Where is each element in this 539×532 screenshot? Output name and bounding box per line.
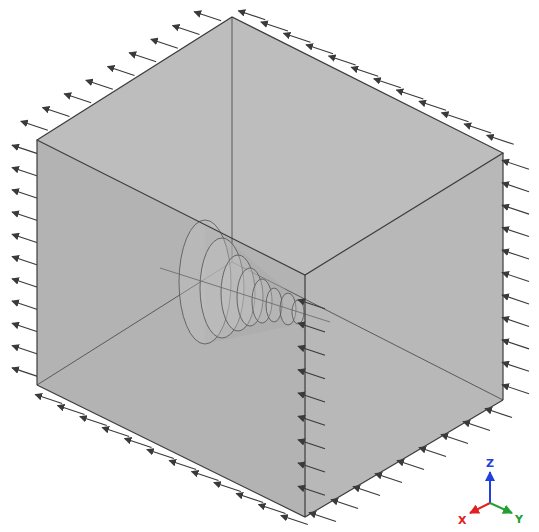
- wave-arrow: [502, 250, 529, 259]
- wave-arrow: [108, 67, 135, 76]
- wave-arrow: [331, 500, 358, 509]
- wave-arrow: [214, 483, 241, 492]
- wave-arrow: [64, 94, 91, 103]
- wave-arrow: [441, 435, 468, 444]
- wave-arrow: [351, 67, 378, 76]
- wave-arrow: [12, 212, 39, 221]
- wave-arrow: [374, 79, 401, 88]
- wave-arrow: [35, 395, 62, 404]
- wave-arrow: [298, 416, 325, 425]
- axis-label: Y: [515, 514, 523, 525]
- wave-arrow: [353, 487, 380, 496]
- wave-arrow: [298, 463, 325, 472]
- wave-arrow: [463, 422, 490, 431]
- wave-arrow: [298, 323, 325, 332]
- wave-arrow: [502, 273, 529, 282]
- wave-arrow: [502, 362, 529, 371]
- wave-arrow: [298, 370, 325, 379]
- wave-arrow: [419, 101, 446, 110]
- wave-arrow: [236, 494, 263, 503]
- wave-arrow: [298, 346, 325, 355]
- wave-arrow: [12, 279, 39, 288]
- wave-arrow: [12, 346, 39, 355]
- wave-arrow: [169, 461, 196, 470]
- wave-arrow: [464, 124, 491, 133]
- wave-arrow: [12, 257, 39, 266]
- wave-arrow: [151, 39, 178, 48]
- wave-arrow: [502, 205, 529, 214]
- wave-arrow: [281, 516, 308, 525]
- wave-arrow: [298, 393, 325, 402]
- wave-arrow: [12, 190, 39, 199]
- wave-arrow: [502, 228, 529, 237]
- plane-wave-arrows: [35, 11, 529, 525]
- wave-arrow: [194, 12, 221, 21]
- wave-arrow: [12, 167, 39, 176]
- wave-arrow: [329, 56, 356, 65]
- wave-arrow: [485, 409, 512, 418]
- wave-arrow: [502, 340, 529, 349]
- wave-arrow: [12, 323, 39, 332]
- wave-arrow: [442, 113, 469, 122]
- axis-label: Z: [486, 458, 494, 469]
- wave-arrow: [102, 428, 129, 437]
- wave-arrow: [396, 90, 423, 99]
- wave-arrow: [12, 301, 39, 310]
- wave-arrow: [306, 45, 333, 54]
- wave-arrow: [129, 53, 156, 62]
- wave-arrow: [12, 234, 39, 243]
- wave-arrow: [173, 26, 200, 35]
- axis-label: X: [458, 515, 466, 526]
- wave-arrow: [43, 108, 70, 117]
- wave-arrow: [80, 417, 107, 426]
- box-edges: [37, 17, 503, 517]
- wave-arrow: [147, 450, 174, 459]
- wave-arrow: [238, 11, 265, 20]
- wave-arrow: [12, 368, 39, 377]
- wave-arrow: [502, 295, 529, 304]
- wave-arrow: [283, 33, 310, 42]
- wave-arrow: [419, 448, 446, 457]
- wave-arrow: [487, 135, 514, 144]
- wave-arrow: [502, 183, 529, 192]
- wave-arrow: [309, 513, 336, 522]
- wave-arrow: [192, 472, 219, 481]
- wave-arrow: [259, 505, 286, 514]
- axis-triad: [470, 472, 512, 513]
- wave-arrow: [502, 385, 529, 394]
- wave-arrow: [125, 439, 152, 448]
- wave-arrow: [298, 486, 325, 495]
- wave-arrow: [502, 160, 529, 169]
- wave-arrow: [21, 121, 48, 130]
- box-volume: [37, 17, 503, 517]
- wave-arrow: [58, 406, 85, 415]
- wave-arrow: [502, 317, 529, 326]
- wave-arrow: [261, 22, 288, 31]
- wave-arrow: [397, 461, 424, 470]
- wave-arrow: [12, 145, 39, 154]
- wave-arrow: [298, 300, 325, 309]
- wave-arrow: [375, 474, 402, 483]
- wave-arrow: [86, 80, 113, 89]
- wave-arrow: [298, 440, 325, 449]
